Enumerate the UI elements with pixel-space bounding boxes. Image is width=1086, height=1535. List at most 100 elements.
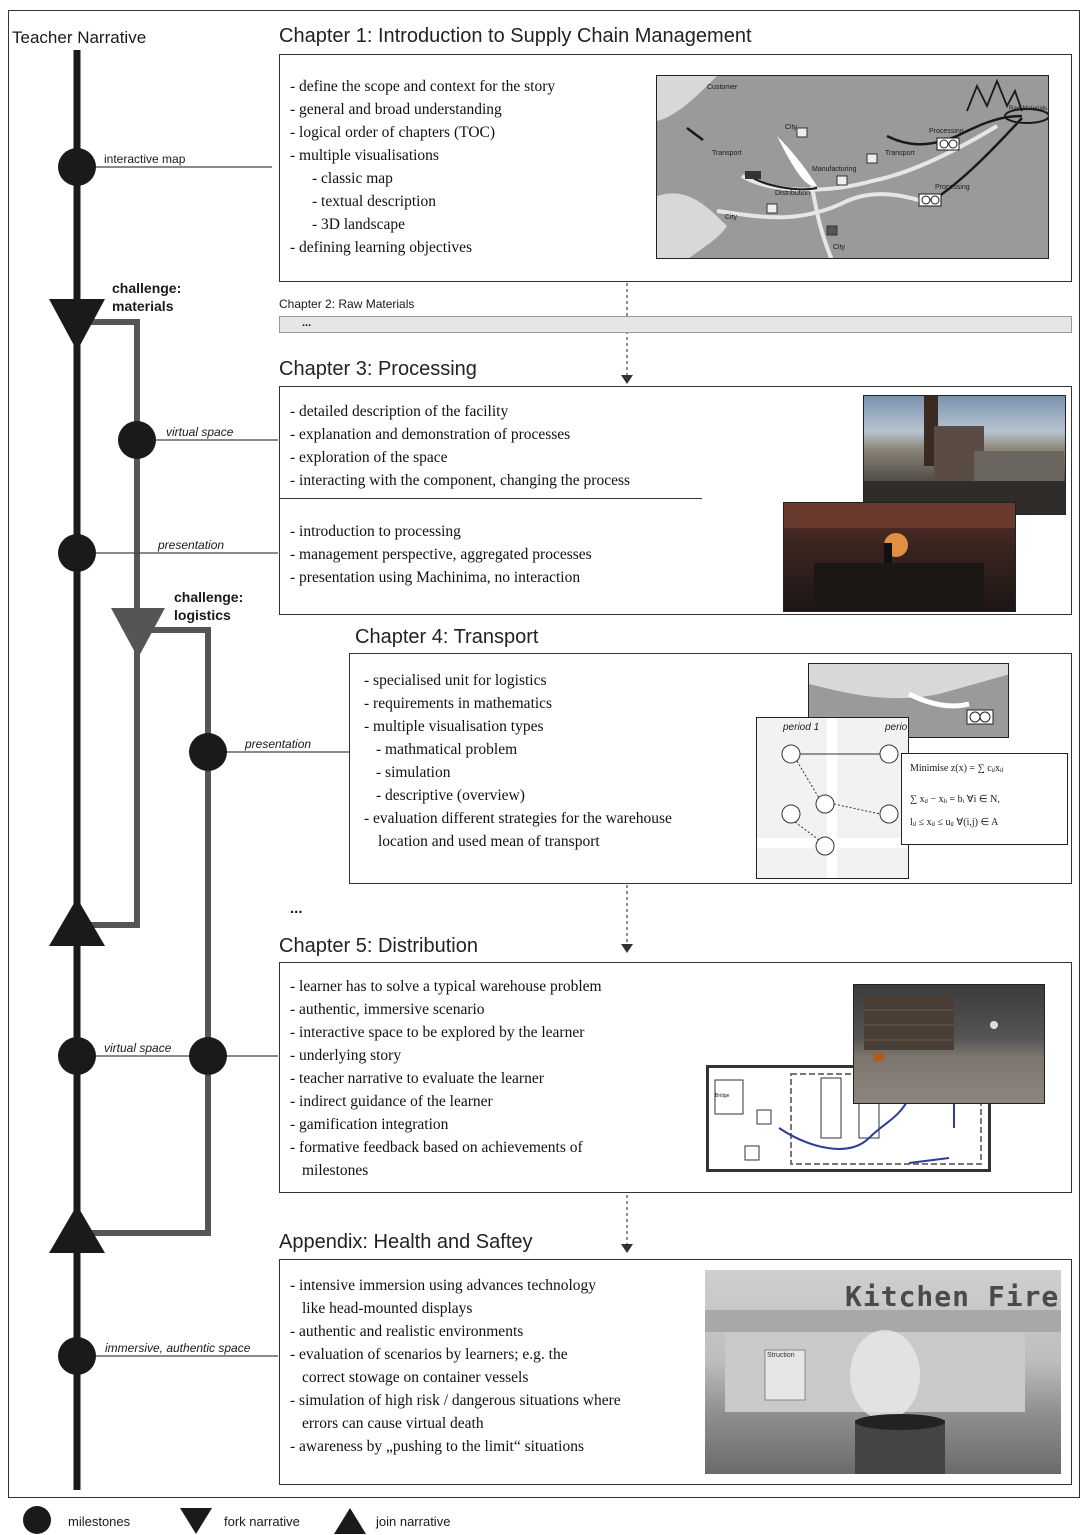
chapter1-subitem: - textual description bbox=[312, 193, 436, 210]
map-label-customer: Customer bbox=[707, 84, 738, 91]
plan-label-bridge: Bridge bbox=[715, 1093, 730, 1099]
milestone-label-interactive-map: interactive map bbox=[104, 152, 186, 166]
chapter5-item: - gamification integration bbox=[290, 1116, 449, 1133]
dashed-arrow-2 bbox=[621, 944, 633, 953]
chapter5-item: - indirect guidance of the learner bbox=[290, 1093, 493, 1110]
chapter5-title: Chapter 5: Distribution bbox=[279, 935, 478, 957]
chapter4-item: - requirements in mathematics bbox=[364, 695, 553, 712]
chapter5-item: - underlying story bbox=[290, 1047, 402, 1064]
chapter3-item: - detailed description of the facility bbox=[290, 403, 509, 420]
map-label-city-left: City bbox=[725, 214, 738, 221]
challenge-logistics-label: challenge: logistics bbox=[174, 588, 243, 624]
challenge-materials-label: challenge: materials bbox=[112, 279, 181, 315]
chapter4-subitem: - descriptive (overview) bbox=[376, 787, 525, 804]
chapter2-content: ... bbox=[302, 317, 312, 329]
map-label-distribution: Distribution bbox=[775, 190, 811, 197]
chapter1-item: - logical order of chapters (TOC) bbox=[290, 124, 496, 141]
appendix-item: - authentic and realistic environments bbox=[290, 1323, 524, 1340]
formula-line: ∑ xᵢⱼ − xⱼᵢ = bᵢ ∀i ∈ N, bbox=[910, 794, 1000, 805]
legend-fork-icon bbox=[180, 1508, 212, 1534]
map-label-processing-top: Processing bbox=[929, 128, 964, 135]
chapter3-item: - exploration of the space bbox=[290, 449, 448, 466]
appendix-box: - intensive immersion using advances tec… bbox=[279, 1259, 1072, 1485]
network-graph-image: period 1 perio bbox=[756, 717, 909, 879]
appendix-item: - simulation of high risk / dangerous si… bbox=[290, 1392, 621, 1409]
legend-milestone-icon bbox=[23, 1506, 51, 1534]
chapter3-title: Chapter 3: Processing bbox=[279, 358, 477, 380]
milestone-presentation-1 bbox=[58, 534, 96, 572]
formula-line: Minimise z(x) = ∑ cᵢⱼxᵢⱼ bbox=[910, 763, 1004, 774]
chapter3-divider bbox=[280, 498, 702, 499]
legend-join-icon bbox=[334, 1508, 366, 1534]
challenge-materials-line1: challenge: bbox=[112, 280, 182, 296]
chapter5-box: - learner has to solve a typical warehou… bbox=[279, 962, 1072, 1193]
chapter3-item: - introduction to processing bbox=[290, 523, 461, 540]
legend-shapes bbox=[23, 1506, 366, 1534]
chapter1-subitem: - 3D landscape bbox=[312, 216, 405, 233]
chapter4-item: - multiple visualisation types bbox=[364, 718, 544, 735]
chapter5-item: - teacher narrative to evaluate the lear… bbox=[290, 1070, 544, 1087]
warehouse-3d-screenshot bbox=[853, 984, 1045, 1104]
chapter4-box: - specialised unit for logistics - requi… bbox=[349, 653, 1072, 884]
appendix-title: Appendix: Health and Saftey bbox=[279, 1231, 533, 1253]
diagram-frame bbox=[8, 10, 1080, 1498]
chapter5-item: - learner has to solve a typical warehou… bbox=[290, 978, 602, 995]
branch-logistics-line bbox=[77, 627, 211, 1236]
chapter3-box: - detailed description of the facility -… bbox=[279, 386, 1072, 615]
milestone-label-immersive: immersive, authentic space bbox=[105, 1341, 251, 1355]
facility-drawing bbox=[864, 396, 1065, 514]
warehouse-plan-drawing bbox=[714, 1073, 982, 1165]
chapter4-title: Chapter 4: Transport bbox=[355, 626, 539, 648]
chapter1-list: - define the scope and context for the s… bbox=[290, 75, 555, 259]
chapter3-item: - presentation using Machinima, no inter… bbox=[290, 569, 581, 586]
chapter3-list-a: - detailed description of the facility -… bbox=[290, 400, 630, 492]
appendix-item: correct stowage on container vessels bbox=[302, 1369, 529, 1386]
appendix-item: - awareness by „pushing to the limit“ si… bbox=[290, 1438, 585, 1455]
legend-milestones-label: milestones bbox=[68, 1514, 131, 1529]
network-period-label-2: perio bbox=[885, 722, 908, 733]
network-period-label: period 1 bbox=[783, 722, 820, 733]
chapter2-bar: ... bbox=[279, 316, 1072, 333]
milestone-interactive-map bbox=[58, 148, 96, 186]
milestone-label-virtual-space-2: virtual space bbox=[104, 1041, 172, 1055]
appendix-item: errors can cause virtual death bbox=[302, 1415, 484, 1432]
chapter1-item: - multiple visualisations bbox=[290, 147, 439, 164]
chapter1-item: - general and broad understanding bbox=[290, 101, 502, 118]
milestone-label-presentation-1: presentation bbox=[158, 538, 225, 552]
formula-line: lᵢⱼ ≤ xᵢⱼ ≤ uᵢⱼ ∀(i,j) ∈ A bbox=[910, 817, 999, 828]
milestone-virtual-space-2b bbox=[189, 1037, 227, 1075]
transport-map-drawing bbox=[809, 664, 1008, 725]
fork-materials-icon bbox=[49, 299, 105, 351]
kitchen-fire-screenshot: Kitchen Fire Struction bbox=[705, 1270, 1061, 1474]
dashed-arrow-3 bbox=[621, 1244, 633, 1253]
chapter4-subitem: - simulation bbox=[376, 764, 451, 781]
milestone-virtual-space-1 bbox=[118, 421, 156, 459]
chapter4-list: - specialised unit for logistics - requi… bbox=[364, 669, 672, 853]
network-graph-drawing bbox=[757, 718, 908, 878]
challenge-materials-line2: materials bbox=[112, 298, 174, 314]
map-label-city-bottom: City bbox=[833, 244, 846, 251]
challenge-logistics-line2: logistics bbox=[174, 607, 231, 623]
chapter4-subitem: - mathmatical problem bbox=[376, 741, 518, 758]
chapter4-item: - specialised unit for logistics bbox=[364, 672, 547, 689]
join-materials-icon bbox=[49, 898, 105, 946]
map-label-raw-materials: Raw Materials bbox=[1009, 106, 1048, 112]
chapter5-item: - authentic, immersive scenario bbox=[290, 1001, 485, 1018]
warehouse-plan-image: Bridge bbox=[706, 1065, 991, 1172]
dashed-arrow-1 bbox=[621, 375, 633, 384]
chapter5-item: - formative feedback based on achievemen… bbox=[290, 1139, 583, 1156]
map-label-transport-2: Transport bbox=[885, 150, 915, 157]
appendix-list: - intensive immersion using advances tec… bbox=[290, 1274, 621, 1458]
machinima-drawing bbox=[784, 503, 1015, 608]
chapter5-item: milestones bbox=[302, 1162, 369, 1179]
legend-fork-label: fork narrative bbox=[224, 1514, 300, 1529]
poster-text: Struction bbox=[767, 1352, 795, 1359]
map-label-processing-bottom: Processing bbox=[935, 184, 970, 191]
ellipsis-between: ... bbox=[290, 900, 303, 917]
classic-map-image: Customer Transport City City City Manufa… bbox=[656, 75, 1049, 259]
fork-logistics-icon bbox=[111, 608, 165, 658]
map-label-manufacturing: Manufacturing bbox=[812, 166, 857, 173]
chapter1-title: Chapter 1: Introduction to Supply Chain … bbox=[279, 25, 752, 47]
kitchen-fire-drawing bbox=[705, 1310, 1061, 1474]
